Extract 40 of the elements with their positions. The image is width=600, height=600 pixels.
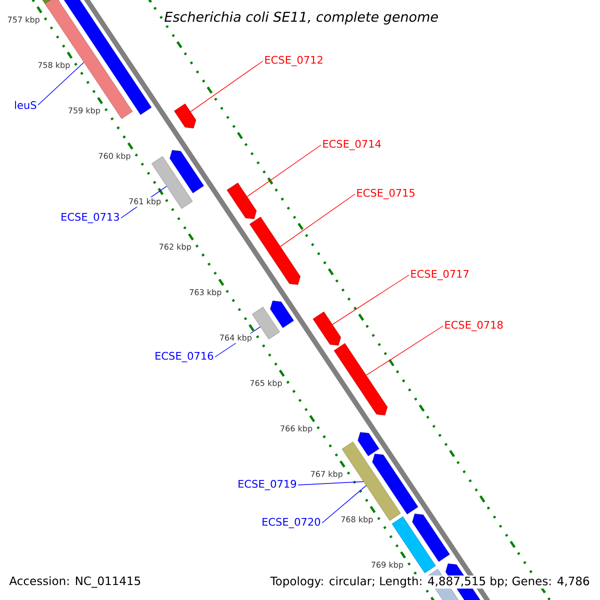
tick-label: 768 kbp <box>340 515 374 525</box>
leader-line <box>332 274 410 325</box>
tick-label: 765 kbp <box>248 378 284 389</box>
tick-label: 760 kbp <box>97 152 132 162</box>
gene-label: ECSE_0717 <box>411 270 469 280</box>
gene-label: ECSE_0715 <box>357 188 414 200</box>
gene-feature <box>226 182 257 220</box>
leader-line <box>322 485 367 524</box>
tick-label: 764 kbp <box>218 333 253 344</box>
gene-label: ECSE_0718 <box>445 320 503 332</box>
gene-label: ECSE_0720 <box>262 518 320 528</box>
gene-label: leuS <box>15 100 36 110</box>
leader-line <box>280 194 356 247</box>
gene-feature <box>334 343 388 416</box>
tick-label: 759 kbp <box>66 106 102 116</box>
gene-label: ECSE_0713 <box>62 212 119 224</box>
gene-feature <box>312 312 341 346</box>
gene-label: ECSE_0716 <box>156 352 214 362</box>
tick-label: 761 kbp <box>128 197 162 207</box>
tick-label: 762 kbp <box>158 242 192 252</box>
genome-info-text: Topology: circular; Length: 4,887,515 bp; Genes: 4,786 <box>269 575 591 589</box>
leader-line <box>38 62 84 106</box>
title: Escherichia coli SE11, complete genome <box>163 10 440 26</box>
tick-label: 769 kbp <box>370 560 404 570</box>
tick-label: 766 kbp <box>279 424 314 434</box>
gene-feature <box>252 306 280 340</box>
tick-label: 763 kbp <box>188 288 223 298</box>
leader-line <box>298 481 364 486</box>
gene-label: ECSE_0714 <box>323 140 381 150</box>
gene-label: ECSE_0719 <box>238 480 296 490</box>
gene-feature <box>250 216 300 285</box>
tick-label: 757 kbp <box>6 15 41 26</box>
leader-line <box>190 60 264 112</box>
tick-label: 758 kbp <box>36 60 72 71</box>
leader-line <box>366 326 444 376</box>
leader-line <box>246 144 322 197</box>
tick-label: 767 kbp <box>309 470 344 480</box>
accession-text: Accession: NC_011415 <box>9 576 140 588</box>
gene-feature <box>174 104 196 128</box>
gene-label: ECSE_0712 <box>265 56 322 66</box>
